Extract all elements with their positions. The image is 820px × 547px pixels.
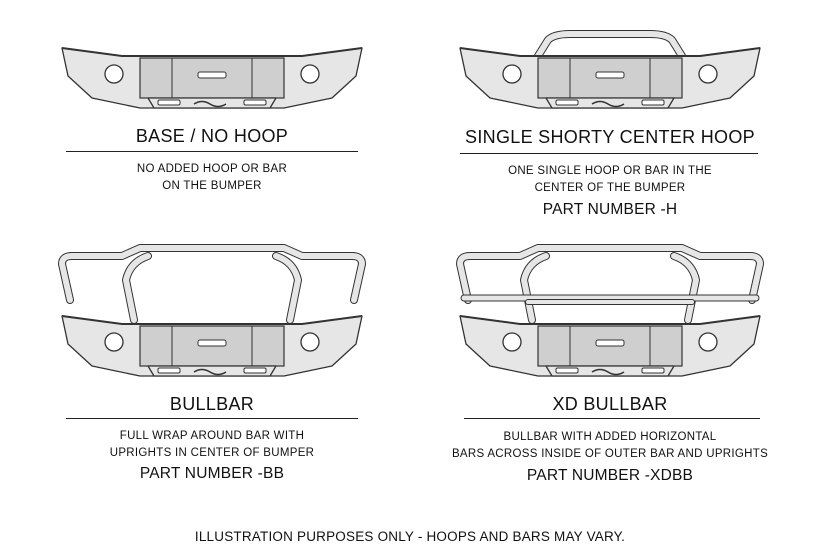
option-description: ONE SINGLE HOOP OR BAR IN THE CENTER OF … [508,165,712,194]
part-number: PART NUMBER -BB [139,465,285,482]
option-description: NO ADDED HOOP OR BAR ON THE BUMPER [136,163,288,192]
divider [464,418,760,419]
part-number: PART NUMBER -H [542,201,678,218]
option-title: SINGLE SHORTY CENTER HOOP [465,127,755,147]
divider [66,151,358,152]
divider [460,153,758,154]
option-xd-bullbar: XD BULLBAR BULLBAR WITH ADDED HORIZONTAL… [420,240,800,490]
option-description: FULL WRAP AROUND BAR WITH UPRIGHTS IN CE… [109,430,315,459]
option-bullbar: BULLBAR FULL WRAP AROUND BAR WITH UPRIGH… [22,240,402,490]
part-number: PART NUMBER -XDBB [526,467,694,484]
bumper-shorty-hoop-icon [420,0,800,140]
option-title: BULLBAR [169,394,255,414]
option-description: BULLBAR WITH ADDED HORIZONTAL BARS ACROS… [451,431,769,460]
option-title: BASE / NO HOOP [135,126,289,146]
disclaimer-footer: ILLUSTRATION PURPOSES ONLY - HOOPS AND B… [194,529,626,544]
bumper-base-icon [22,0,402,140]
option-single-shorty-hoop: SINGLE SHORTY CENTER HOOP ONE SINGLE HOO… [420,0,800,225]
option-base: BASE / NO HOOP NO ADDED HOOP OR BAR ON T… [22,0,402,200]
divider [66,418,358,419]
option-title: XD BULLBAR [552,394,668,414]
bumper-xd-bullbar-icon [420,240,800,380]
bumper-bullbar-icon [22,240,402,380]
